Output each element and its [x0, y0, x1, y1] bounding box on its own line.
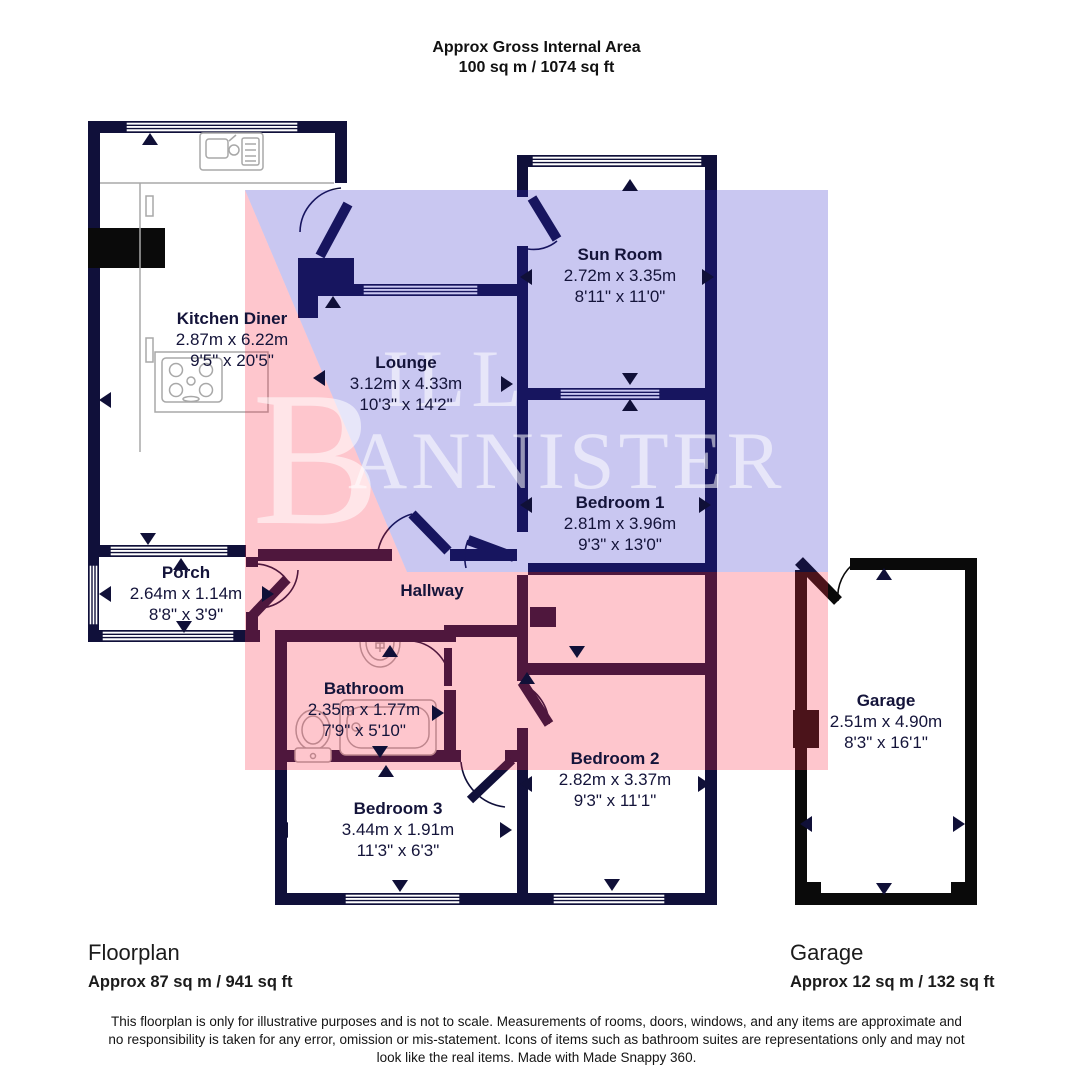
room-imperial: 8'8" x 3'9" — [148, 605, 224, 624]
room-name: Lounge — [375, 353, 437, 372]
kitchen-top-window — [125, 121, 299, 133]
windows — [88, 121, 703, 905]
sunroom-bedroom1-window — [559, 388, 661, 400]
watermark-line1: ILL — [382, 333, 527, 424]
room-imperial: 8'11" x 11'0" — [574, 287, 666, 306]
gross-internal-area-title: Approx Gross Internal Area — [432, 39, 641, 56]
sink-icon — [199, 132, 264, 171]
disclaimer-text: This floorplan is only for illustrative … — [108, 1014, 965, 1065]
room-metric: 2.81m x 3.96m — [563, 514, 677, 533]
door-arcs — [251, 187, 558, 808]
room-label-lounge: Lounge 3.12m x 4.33m 10'3" x 14'2" — [350, 352, 462, 415]
room-imperial: 8'3" x 16'1" — [844, 733, 928, 752]
porch-left-window — [88, 564, 99, 626]
watermark-drop-cap: B — [252, 352, 380, 565]
room-metric: 2.51m x 4.90m — [829, 712, 943, 731]
gross-internal-area-value: 100 sq m / 1074 sq ft — [458, 59, 615, 76]
room-metric: 2.64m x 1.14m — [129, 584, 243, 603]
room-metric: 2.87m x 6.22m — [175, 330, 289, 349]
bedroom2-window — [552, 893, 666, 905]
watermark-pink-overlay — [245, 190, 828, 770]
sunroom-top-window — [531, 155, 703, 167]
room-label-kitchen-diner: Kitchen Diner 2.87m x 6.22m 9'5" x 20'5" — [176, 308, 288, 371]
porch-bottom-window — [101, 630, 235, 642]
kitchen-fixtures — [100, 132, 334, 452]
garage-door — [795, 557, 857, 605]
garage-area-summary: Garage Approx 12 sq m / 132 sq ft — [790, 940, 994, 992]
room-label-bathroom: Bathroom 2.35m x 1.77m 7'9" x 5'10" — [308, 678, 420, 741]
room-label-porch: Porch 2.64m x 1.14m 8'8" x 3'9" — [130, 562, 242, 625]
watermark-text: B ILL ANNISTER — [252, 333, 785, 565]
room-imperial: 10'3" x 14'2" — [359, 395, 453, 414]
chimney-breast — [88, 228, 165, 268]
floorplan-summary-area: Approx 87 sq m / 941 sq ft — [88, 973, 293, 991]
room-metric: 2.72m x 3.35m — [563, 266, 677, 285]
lounge-top-window — [362, 284, 479, 296]
doors — [248, 187, 562, 808]
bedroom3-window — [344, 893, 461, 905]
hob-icon — [154, 351, 269, 413]
direction-arrows — [99, 133, 965, 895]
garage-summary-title: Garage — [790, 940, 864, 965]
garage-walls — [793, 558, 977, 905]
room-imperial: 11'3" x 6'3" — [356, 841, 440, 860]
room-label-hallway: Hallway — [400, 580, 463, 601]
bath-icon — [339, 699, 437, 756]
room-label-garage: Garage 2.51m x 4.90m 8'3" x 16'1" — [830, 690, 942, 753]
room-label-bedroom-1: Bedroom 1 2.81m x 3.96m 9'3" x 13'0" — [564, 492, 676, 555]
room-name: Bedroom 1 — [575, 493, 665, 512]
floorplan-summary-title: Floorplan — [88, 940, 180, 965]
room-name: Bedroom 2 — [570, 749, 660, 768]
kitchen-bottom-window — [109, 545, 229, 557]
room-name: Kitchen Diner — [176, 309, 288, 328]
room-imperial: 7'9" x 5'10" — [322, 721, 406, 740]
room-label-sun-room: Sun Room 2.72m x 3.35m 8'11" x 11'0" — [564, 244, 676, 307]
toilet-icon — [294, 709, 332, 763]
room-name: Garage — [856, 691, 916, 710]
room-name: Bathroom — [323, 679, 405, 698]
room-name: Sun Room — [577, 245, 663, 264]
watermark-blue-overlay — [245, 190, 828, 572]
garage-summary-area: Approx 12 sq m / 132 sq ft — [790, 973, 995, 991]
room-metric: 3.44m x 1.91m — [341, 820, 455, 839]
page-title: Approx Gross Internal Area 100 sq m / 10… — [0, 38, 1073, 78]
room-metric: 2.35m x 1.77m — [307, 700, 421, 719]
room-imperial: 9'5" x 20'5" — [190, 351, 274, 370]
room-name: Porch — [161, 563, 211, 582]
room-metric: 3.12m x 4.33m — [349, 374, 463, 393]
room-imperial: 9'3" x 13'0" — [578, 535, 662, 554]
watermark-line2: ANNISTER — [348, 415, 785, 506]
room-label-bedroom-3: Bedroom 3 3.44m x 1.91m 11'3" x 6'3" — [342, 798, 454, 861]
room-label-bedroom-2: Bedroom 2 2.82m x 3.37m 9'3" x 11'1" — [559, 748, 671, 811]
room-name: Hallway — [400, 581, 464, 600]
floorplan-area-summary: Floorplan Approx 87 sq m / 941 sq ft — [88, 940, 292, 992]
room-name: Bedroom 3 — [353, 799, 443, 818]
room-imperial: 9'3" x 11'1" — [573, 791, 657, 810]
room-metric: 2.82m x 3.37m — [558, 770, 672, 789]
